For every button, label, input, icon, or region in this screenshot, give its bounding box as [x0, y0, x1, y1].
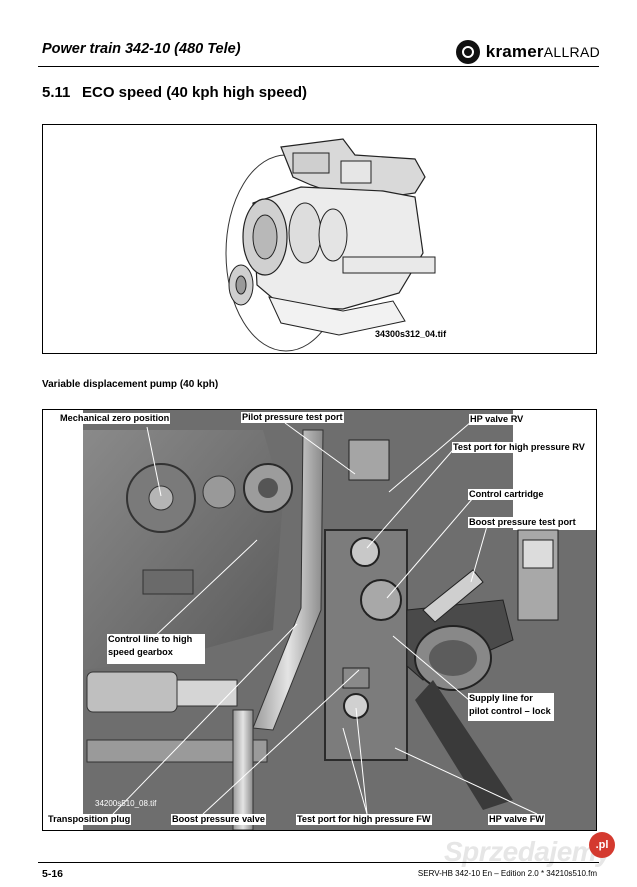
label-supply-line-2: pilot control – lock [469, 706, 551, 716]
header-rule [38, 66, 599, 67]
label-boost-pressure-test-port: Boost pressure test port [468, 517, 577, 528]
label-test-port-hp-fw: Test port for high pressure FW [296, 814, 432, 825]
label-boost-pressure-valve: Boost pressure valve [171, 814, 266, 825]
label-supply-line: Supply line for pilot control – lock [468, 693, 554, 721]
powertrain-illustration: 34300s312_04.tif [225, 138, 447, 352]
label-test-port-hp-rv: Test port for high pressure RV [452, 442, 586, 453]
figure-pump-photo: 34200s510_08.tif Mechanical zero positio… [42, 409, 597, 831]
footer-rule [38, 862, 599, 863]
pump-photo-illustration: 34200s510_08.tif [43, 410, 596, 830]
watermark-text: Sprzedajemy [444, 836, 612, 867]
footer-doc-ref: SERV-HB 342-10 En – Edition 2.0 * 34210s… [417, 869, 597, 878]
label-transposition-plug: Transposition plug [47, 814, 132, 825]
section-number: 5.11 [42, 84, 71, 101]
brand-sub: ALLRAD [543, 44, 600, 60]
label-control-line-1: Control line to high [108, 634, 193, 644]
kramer-logo-icon [455, 40, 480, 64]
label-control-line: Control line to high speed gearbox [107, 634, 205, 664]
label-hp-valve-rv: HP valve RV [469, 414, 525, 425]
figure2-image-label: 34200s510_08.tif [95, 799, 157, 808]
page-header-title: Power train 342-10 (480 Tele) [42, 41, 241, 57]
label-mechanical-zero: Mechanical zero position [59, 413, 171, 424]
figure-powertrain: 34300s312_04.tif [42, 124, 597, 354]
section-heading: 5.11 ECO speed (40 kph high speed) [42, 84, 307, 101]
label-hp-valve-fw: HP valve FW [488, 814, 545, 825]
figure1-image-label: 34300s312_04.tif [375, 329, 447, 339]
label-control-line-2: speed gearbox [108, 647, 173, 657]
figure2-caption: Variable displacement pump (40 kph) [42, 379, 219, 390]
label-control-cartridge: Control cartridge [468, 489, 545, 500]
label-pilot-test-port: Pilot pressure test port [241, 412, 344, 423]
watermark-badge: .pl [589, 832, 615, 858]
brand-main: kramer [485, 42, 544, 61]
section-title: ECO speed (40 kph high speed) [82, 84, 308, 101]
page-number: 5-16 [42, 868, 64, 880]
label-supply-line-1: Supply line for [469, 693, 533, 703]
